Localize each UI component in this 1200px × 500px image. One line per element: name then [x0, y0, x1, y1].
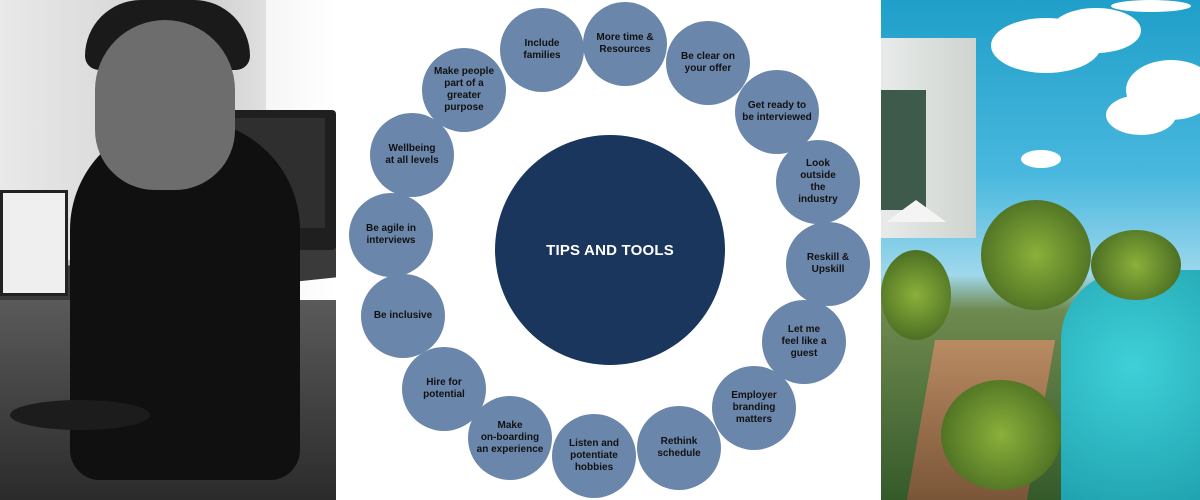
- center-label: TIPS AND TOOLS: [546, 241, 674, 259]
- tip-label: More time & Resources: [596, 32, 654, 55]
- tip-label: Reskill & Upskill: [806, 252, 850, 275]
- tip-label: Employer branding matters: [731, 390, 777, 425]
- tip-label: Let me feel like a guest: [781, 324, 827, 359]
- tip-node: Make on-boarding an experience: [468, 396, 552, 480]
- tip-label: Wellbeing at all levels: [385, 143, 439, 166]
- tip-label: Be clear on your offer: [681, 51, 735, 74]
- tip-node: Wellbeing at all levels: [370, 113, 454, 197]
- tip-node: Listen and potentiate hobbies: [552, 414, 636, 498]
- tip-label: Include families: [523, 38, 561, 61]
- tip-node: Get ready to be interviewed: [735, 70, 819, 154]
- resort-photo: [881, 0, 1200, 500]
- tip-node: Look outside the industry: [776, 140, 860, 224]
- tip-node: Reskill & Upskill: [786, 222, 870, 306]
- center-circle: TIPS AND TOOLS: [495, 135, 725, 365]
- tip-label: Be inclusive: [373, 310, 433, 321]
- tip-node: Hire for potential: [402, 347, 486, 431]
- tip-node: Include families: [500, 8, 584, 92]
- tip-node: Employer branding matters: [712, 366, 796, 450]
- tip-label: Rethink schedule: [657, 436, 701, 459]
- tip-node: Make people part of a greater purpose: [422, 48, 506, 132]
- tip-node: Rethink schedule: [637, 406, 721, 490]
- tip-node: Be agile in interviews: [349, 193, 433, 277]
- tip-label: Be agile in interviews: [365, 223, 416, 246]
- tip-node: More time & Resources: [583, 2, 667, 86]
- office-photo: [0, 0, 336, 500]
- tip-node: Let me feel like a guest: [762, 300, 846, 384]
- tip-node: Be clear on your offer: [666, 21, 750, 105]
- tip-label: Look outside the industry: [798, 158, 838, 205]
- tip-label: Get ready to be interviewed: [742, 100, 812, 123]
- tip-label: Hire for potential: [423, 377, 465, 400]
- tip-label: Listen and potentiate hobbies: [568, 438, 619, 473]
- tip-node: Be inclusive: [361, 274, 445, 358]
- tip-label: Make on-boarding an experience: [476, 420, 544, 455]
- tip-label: Make people part of a greater purpose: [433, 66, 495, 113]
